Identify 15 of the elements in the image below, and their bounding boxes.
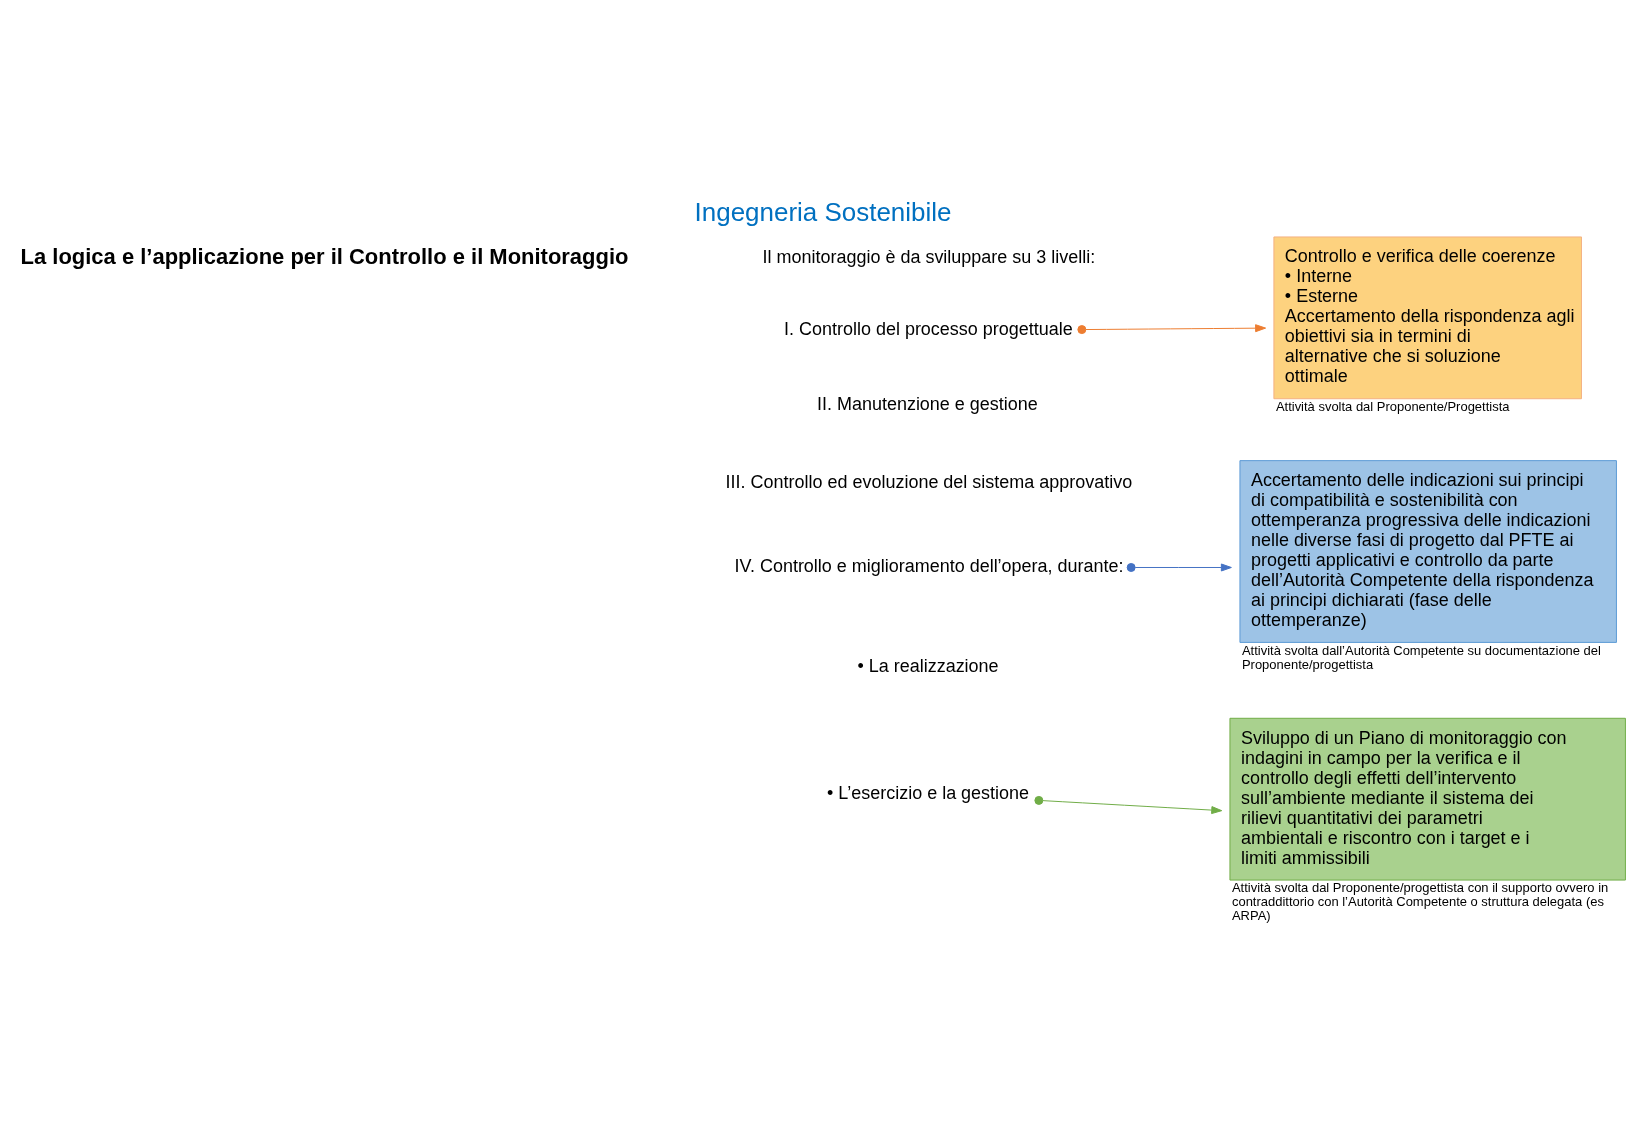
- label: III. Controllo ed evoluzione del sistema approvativo: [725, 471, 1133, 492]
- node-text: • L’esercizio e la gestione: [826, 782, 1030, 803]
- label: Il monitoraggio è da sviluppare su 3 livelli:: [762, 246, 1096, 267]
- label: La logica e l’applicazione per il Controllo e il Monitoraggio: [20, 243, 629, 268]
- arrow: [1126, 562, 1232, 572]
- node-text: I. Controllo del processo progettuale: [784, 318, 1073, 339]
- node-text: IV. Controllo e miglioramento dell’opera, durante:: [734, 555, 1124, 576]
- diagram-title: Ingegneria Sostenibile: [694, 196, 952, 227]
- label: • La realizzazione: [857, 655, 999, 676]
- node-label: Attività svolta dal Proponente/progettista con il supporto ovvero in contraddittorio con l’Autorità Competente o struttura delegata (es ARPA): [1231, 879, 1609, 923]
- label: II. Manutenzione e gestione: [817, 393, 1038, 414]
- node-label: Attività svolta dall’Autorità Competente su documentazione del Proponente/progettista: [1241, 642, 1601, 672]
- arrow: [1077, 323, 1267, 334]
- arrow: [1034, 795, 1223, 814]
- node-label: Attività svolta dal Proponente/Progettista: [1275, 398, 1510, 414]
